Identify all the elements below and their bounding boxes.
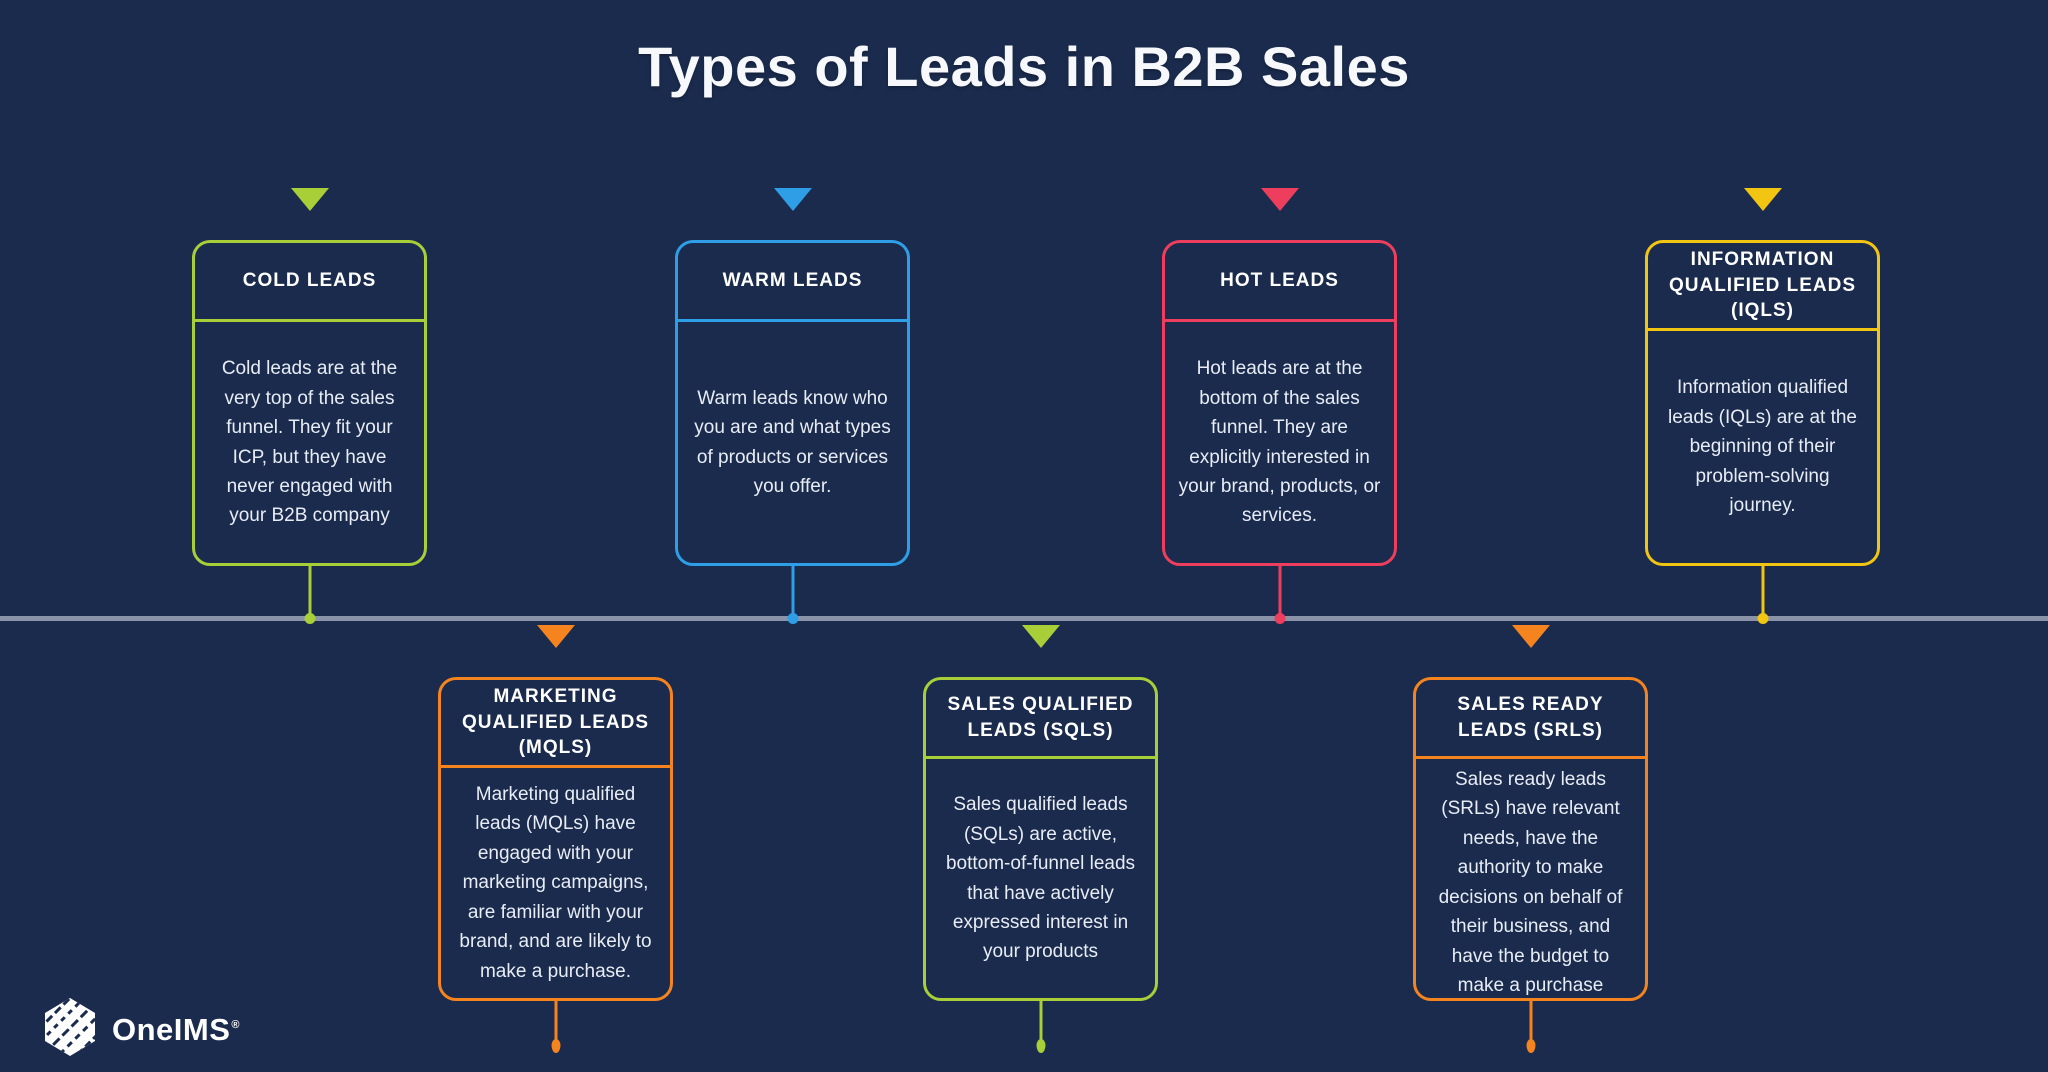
lead-card-marketing-qualified-leads: MARKETING QUALIFIED LEADS (MQLS) Marketi…: [438, 625, 673, 1060]
card-title: INFORMATION QUALIFIED LEADS (IQLS): [1648, 243, 1877, 331]
connector-dot: [304, 613, 315, 624]
connector-dot: [1274, 613, 1285, 624]
card-box: MARKETING QUALIFIED LEADS (MQLS) Marketi…: [438, 677, 673, 1001]
lead-card-cold-leads: COLD LEADS Cold leads are at the very to…: [192, 188, 427, 628]
card-body: Marketing qualified leads (MQLs) have en…: [459, 783, 652, 982]
down-triangle-icon: [290, 188, 329, 211]
connector-stem: [1529, 1001, 1532, 1046]
timeline-line: [0, 616, 2048, 621]
lead-card-warm-leads: WARM LEADS Warm leads know who you are a…: [675, 188, 910, 628]
card-title: HOT LEADS: [1165, 243, 1394, 322]
connector-stem: [308, 566, 311, 619]
down-triangle-icon: [773, 188, 812, 211]
down-triangle-icon: [1511, 625, 1550, 648]
card-body: Sales qualified leads (SQLs) are active,…: [945, 794, 1136, 963]
connector-dot: [787, 613, 798, 624]
logo-text: OneIMS®: [112, 1011, 241, 1047]
connector-stem: [1039, 1001, 1042, 1046]
card-box: COLD LEADS Cold leads are at the very to…: [192, 240, 427, 566]
card-body: Cold leads are at the very top of the sa…: [221, 358, 398, 527]
card-title: MARKETING QUALIFIED LEADS (MQLS): [441, 680, 670, 768]
connector-dot: [1526, 1039, 1535, 1053]
down-triangle-icon: [1743, 188, 1782, 211]
down-triangle-icon: [1260, 188, 1299, 211]
connector-dot: [1036, 1039, 1045, 1053]
brand-logo: OneIMS®: [42, 996, 240, 1063]
lead-card-sales-qualified-leads: SALES QUALIFIED LEADS (SQLS) Sales quali…: [923, 625, 1158, 1060]
card-box: WARM LEADS Warm leads know who you are a…: [675, 240, 910, 566]
card-body: Warm leads know who you are and what typ…: [694, 387, 891, 497]
card-box: SALES READY LEADS (SRLS) Sales ready lea…: [1413, 677, 1648, 1001]
card-body: Hot leads are at the bottom of the sales…: [1178, 358, 1381, 527]
connector-stem: [791, 566, 794, 619]
card-title: SALES QUALIFIED LEADS (SQLS): [926, 680, 1155, 759]
page-title: Types of Leads in B2B Sales: [638, 35, 1410, 98]
connector-stem: [554, 1001, 557, 1046]
connector-stem: [1761, 566, 1764, 619]
down-triangle-icon: [536, 625, 575, 648]
card-box: INFORMATION QUALIFIED LEADS (IQLS) Infor…: [1645, 240, 1880, 566]
lead-card-sales-ready-leads: SALES READY LEADS (SRLS) Sales ready lea…: [1413, 625, 1648, 1060]
connector-stem: [1278, 566, 1281, 619]
down-triangle-icon: [1021, 625, 1060, 648]
lead-card-hot-leads: HOT LEADS Hot leads are at the bottom of…: [1162, 188, 1397, 628]
connector-dot: [1757, 613, 1768, 624]
card-box: HOT LEADS Hot leads are at the bottom of…: [1162, 240, 1397, 566]
card-title: SALES READY LEADS (SRLS): [1416, 680, 1645, 759]
hexagon-globe-icon: [42, 996, 98, 1063]
card-body: Sales ready leads (SRLs) have relevant n…: [1438, 769, 1623, 997]
connector-dot: [551, 1039, 560, 1053]
card-title: COLD LEADS: [195, 243, 424, 322]
lead-card-information-qualified-leads: INFORMATION QUALIFIED LEADS (IQLS) Infor…: [1645, 188, 1880, 628]
card-box: SALES QUALIFIED LEADS (SQLS) Sales quali…: [923, 677, 1158, 1001]
card-title: WARM LEADS: [678, 243, 907, 322]
card-body: Information qualified leads (IQLs) are a…: [1667, 377, 1858, 517]
registered-mark: ®: [231, 1019, 241, 1032]
